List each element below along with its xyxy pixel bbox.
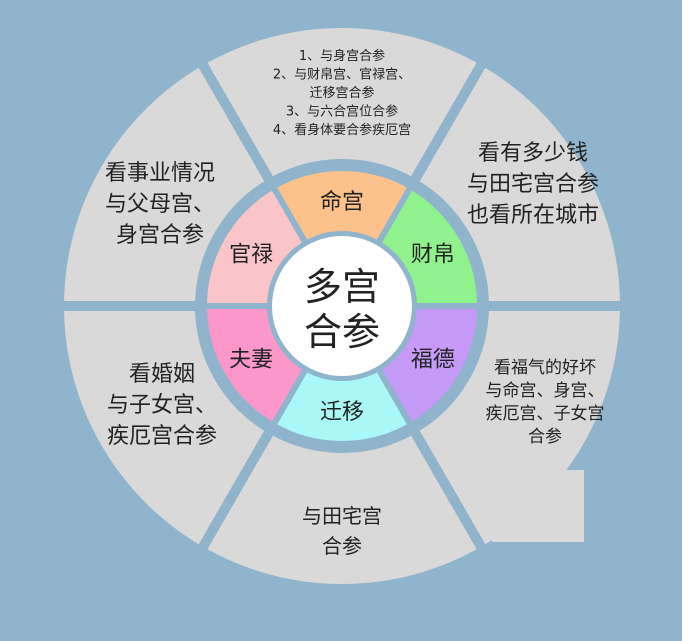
note-fuqi-line-1: 看婚姻 — [129, 362, 195, 387]
palace-fude-label: 福德 — [411, 348, 455, 373]
note-ming-line-1: 1、与身宫合参 — [299, 48, 385, 64]
note-fuqi-line-2: 与子女宫、 — [107, 393, 217, 418]
note-fude-line-2: 与命宫、身宫、 — [486, 381, 605, 401]
note-fude-line-1: 看福气的好坏 — [494, 358, 596, 378]
note-fude-line-4: 合参 — [528, 427, 562, 447]
outer-seg-top — [195, 17, 489, 189]
palace-guanlu-label: 官禄 — [229, 243, 273, 268]
note-ming-line-4: 3、与六合宫位合参 — [286, 104, 398, 120]
center-circle — [268, 232, 416, 380]
note-caibo-line-3: 也看所在城市 — [467, 203, 599, 228]
note-caibo-line-1: 看有多少钱 — [478, 141, 588, 166]
outer-seg-upper-left — [54, 55, 276, 311]
note-fude-line-3: 疾厄宫、子女宫 — [486, 404, 605, 424]
right-bottom-panel — [492, 470, 584, 542]
note-caibo-line-2: 与田宅宫合参 — [467, 172, 599, 197]
palace-fuqi-label: 夫妻 — [229, 348, 273, 373]
note-ming-line-3: 迁移宫合参 — [309, 85, 374, 101]
note-ming-line-5: 4、看身体要合参疾厄宫 — [273, 122, 411, 138]
outer-seg-bottom — [195, 423, 489, 595]
palace-caibo-label: 财帛 — [411, 243, 455, 268]
palace-qianyi-label: 迁移 — [320, 400, 364, 425]
palace-ming-label: 命宫 — [320, 190, 364, 215]
outer-ring — [54, 17, 630, 595]
center-title-line-2: 合参 — [304, 310, 380, 354]
note-guanlu-line-1: 看事业情况 — [105, 161, 215, 186]
note-guanlu-line-3: 身宫合参 — [116, 223, 204, 248]
outer-seg-lower-left — [54, 301, 276, 557]
note-fuqi-line-3: 疾厄宫合参 — [107, 424, 217, 449]
note-ming-line-2: 2、与财帛宫、官禄宫、 — [273, 67, 411, 83]
note-qianyi-line-2: 合参 — [322, 534, 362, 558]
center-title-line-1: 多宫 — [304, 265, 380, 309]
outer-seg-upper-right — [408, 55, 630, 311]
note-guanlu-line-2: 与父母宫、 — [105, 192, 215, 217]
note-qianyi-line-1: 与田宅宫 — [302, 504, 382, 528]
